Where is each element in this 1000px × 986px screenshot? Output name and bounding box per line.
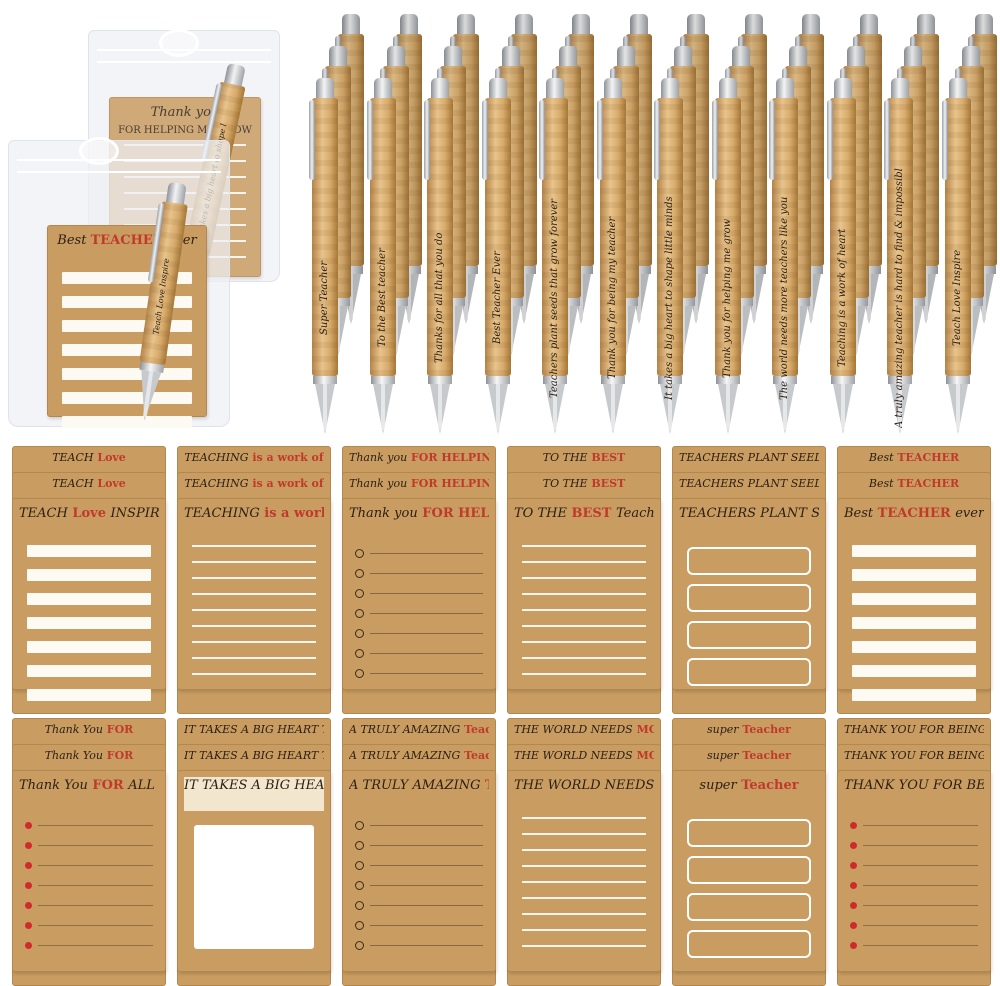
notepad-title: super Teacher bbox=[699, 778, 799, 793]
notepad-stack-title: TEACHERS PLANT SEEDS THAT Glow bbox=[679, 451, 819, 464]
notepad-stack-title: TEACHING is a work of bbox=[184, 451, 324, 464]
pen-3: Thanks for all that you do bbox=[424, 78, 453, 434]
notepad-writing-area bbox=[27, 545, 151, 701]
notepad-title: TEACH Love INSPIRE bbox=[19, 506, 159, 521]
notepad-writing-area bbox=[687, 547, 811, 686]
notepad-1-4: TO THE BEST Teacher bbox=[507, 498, 661, 690]
notepad-2-1: Thank You FOR ALL THAT YOU DO bbox=[12, 770, 166, 972]
pen-engraving: Thanks for all that you do bbox=[434, 232, 445, 364]
bag-drawstring-bow bbox=[159, 29, 199, 57]
notepad-writing-area bbox=[852, 545, 976, 701]
notepad-title: TO THE BEST Teacher bbox=[514, 506, 654, 521]
notepad-2-2: IT TAKES A BIG HEART TO SHAPE LITTLE MIN… bbox=[177, 770, 331, 972]
notepad-stack-title: THE WORLD NEEDS MORE TEACHERS bbox=[514, 749, 654, 762]
notepad-stack-title: IT TAKES A BIG HEART TO SHAPE LITTLE MIN… bbox=[184, 723, 324, 736]
pen-11: A truly amazing teacher is hard to find … bbox=[884, 78, 913, 434]
notepad-2-3: A TRULY AMAZING Teacher IS HARD TO FIND … bbox=[342, 770, 496, 972]
notepad-stack-title: A TRULY AMAZING Teacher bbox=[349, 723, 489, 736]
notepad-1-1: TEACH Love INSPIRE bbox=[12, 498, 166, 701]
notepad-title: Thank You FOR ALL THAT YOU DO bbox=[19, 778, 159, 793]
notepad-1-2: TEACHING is a work of Heart bbox=[177, 498, 331, 690]
notepad-stack-title: THANK YOU FOR BEING MY Teacher bbox=[844, 723, 984, 736]
notepad-writing-area bbox=[522, 817, 646, 955]
pen-6: Thank you for being my teacher bbox=[596, 78, 626, 434]
notepad-stack-title: TEACHERS PLANT SEEDS THAT Glow bbox=[679, 477, 819, 490]
notepad-stack-title: A TRULY AMAZING Teacher bbox=[349, 749, 489, 762]
notepad-title: THE WORLD NEEDS MORE TEACHERS LIKE YOU bbox=[514, 778, 654, 793]
organza-gift-bag-front: Best TEACHER ever bbox=[8, 137, 230, 428]
pen-8: Thank you for helping me grow bbox=[711, 78, 741, 434]
notepad-writing-area bbox=[25, 819, 153, 957]
pen-4: Best Teacher Ever bbox=[481, 78, 511, 434]
pen-2: To the Best teacher bbox=[366, 78, 396, 434]
notepad-stack-title: Thank You FOR bbox=[44, 749, 134, 762]
notepad-stack-title: TEACH Love bbox=[52, 477, 126, 490]
notepad-stack-title: super Teacher bbox=[707, 749, 791, 762]
pen-engraving: Thank you for helping me grow bbox=[721, 218, 733, 378]
notepad-stack-title: Thank You FOR bbox=[44, 723, 134, 736]
notepad-writing-area bbox=[355, 819, 483, 957]
pen-9: The world needs more teachers like you bbox=[769, 78, 798, 434]
pen-engraving: A truly amazing teacher is hard to find … bbox=[894, 168, 905, 428]
notepad-stack-title: Thank you FOR HELPING ME bbox=[349, 477, 489, 490]
notepad-2-5: super Teacher bbox=[672, 770, 826, 972]
notepad-title: IT TAKES A BIG HEART TO SHAPE LITTLE MIN… bbox=[184, 777, 324, 811]
bag-drawstring-bow bbox=[79, 137, 119, 165]
notepad-writing-area bbox=[522, 545, 646, 675]
notepad-2-6: THANK YOU FOR BEING MY Teacher bbox=[837, 770, 991, 972]
notepad-writing-area bbox=[355, 547, 483, 675]
notepad-stack-title: TO THE BEST bbox=[542, 451, 626, 464]
notepad-title: TEACHERS PLANT SEEDS THAT Glow Forever bbox=[679, 506, 819, 521]
bag-notepad-best-teacher: Best TEACHER ever bbox=[47, 225, 207, 428]
notepad-stack-title: Best TEACHER bbox=[868, 477, 960, 490]
pen-10: Teaching is a work of heart bbox=[826, 78, 856, 434]
pen-engraving: To the Best teacher bbox=[376, 248, 388, 348]
notepad-writing-area bbox=[192, 545, 316, 675]
pen-engraving: Teachers plant seeds that grow forever bbox=[549, 198, 560, 398]
notepad-title: Best TEACHER ever bbox=[844, 506, 984, 521]
notepad-stack-title: TEACH Love bbox=[52, 451, 126, 464]
notepad-stack-title: Thank you FOR HELPING ME bbox=[349, 451, 489, 464]
notepad-writing-area bbox=[194, 825, 314, 949]
notepad-stack-title: THANK YOU FOR BEING MY Teacher bbox=[844, 749, 984, 762]
notepad-1-5: TEACHERS PLANT SEEDS THAT Glow Forever bbox=[672, 498, 826, 690]
notepad-1-3: Thank you FOR HELPING ME Grow bbox=[342, 498, 496, 690]
pen-engraving: Teaching is a work of heart bbox=[836, 228, 848, 368]
pen-5: Teachers plant seeds that grow forever bbox=[539, 78, 568, 434]
notepad-stack-title: TO THE BEST bbox=[542, 477, 626, 490]
notepad-stack-title: TEACHING is a work of bbox=[184, 477, 324, 490]
pen-engraving: Super Teacher bbox=[319, 260, 330, 336]
notepad-title: A TRULY AMAZING Teacher IS HARD TO FIND … bbox=[349, 778, 489, 793]
notepad-writing-area bbox=[850, 819, 978, 957]
pen-engraving: It takes a big heart to shape little min… bbox=[664, 196, 675, 400]
notepad-stack-title: THE WORLD NEEDS MORE TEACHERS bbox=[514, 723, 654, 736]
notepad-writing-area bbox=[687, 819, 811, 958]
notepad-title: Thank you FOR HELPING ME Grow bbox=[349, 506, 489, 521]
notepad-title: TEACHING is a work of Heart bbox=[184, 506, 324, 521]
notepad-2-4: THE WORLD NEEDS MORE TEACHERS LIKE YOU bbox=[507, 770, 661, 972]
pen-12: Teach Love Inspire bbox=[941, 78, 971, 434]
notepad-1-6: Best TEACHER ever bbox=[837, 498, 991, 701]
notepad-title: THANK YOU FOR BEING MY Teacher bbox=[844, 778, 984, 793]
pen-engraving: Thank you for being my teacher bbox=[606, 216, 618, 380]
notepad-stack-title: super Teacher bbox=[707, 723, 791, 736]
pen-7: It takes a big heart to shape little min… bbox=[654, 78, 683, 434]
pen-engraving: Teach Love Inspire bbox=[951, 249, 963, 347]
notepad-stack-title: Best TEACHER bbox=[868, 451, 960, 464]
pen-engraving: Best Teacher Ever bbox=[491, 251, 503, 345]
pen-1: Super Teacher bbox=[309, 78, 338, 434]
notepad-stack-title: IT TAKES A BIG HEART TO SHAPE LITTLE MIN… bbox=[184, 749, 324, 762]
pen-engraving: The world needs more teachers like you bbox=[779, 196, 790, 400]
